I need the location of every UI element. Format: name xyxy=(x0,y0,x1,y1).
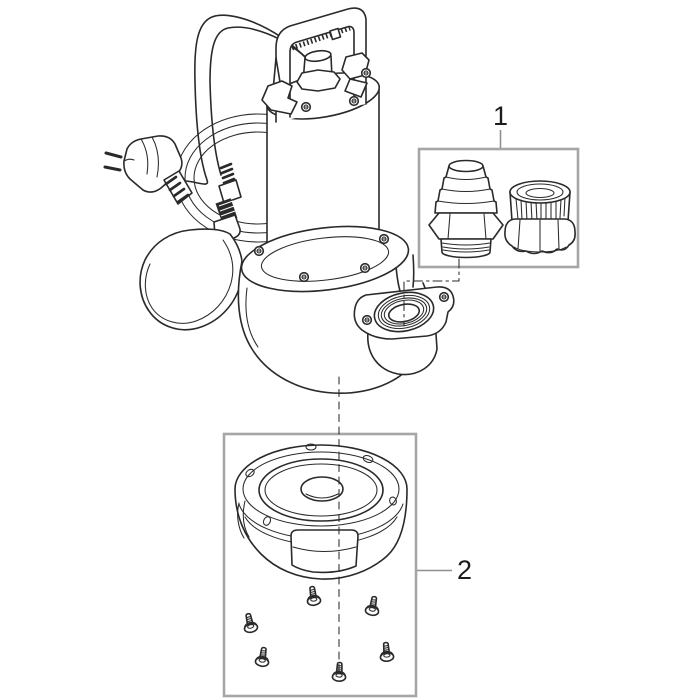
box-1-connector-line xyxy=(403,258,460,327)
union-nut xyxy=(504,180,576,255)
box-1-frame xyxy=(417,147,580,269)
accessory-box-1 xyxy=(403,130,580,327)
accessory-box-2 xyxy=(222,432,452,698)
callout-2-label: 2 xyxy=(457,555,473,585)
carrying-handle xyxy=(275,7,367,123)
strainer-base-plate xyxy=(234,443,408,580)
casing-flange xyxy=(240,225,410,293)
float-switch xyxy=(139,162,244,331)
cable-gland xyxy=(296,49,341,92)
handle-clip xyxy=(329,27,342,41)
mains-plug xyxy=(103,135,193,205)
callout-1-label: 1 xyxy=(493,101,509,131)
cable-clamp-bracket xyxy=(261,52,370,115)
submersible-pump xyxy=(103,7,455,394)
stepped-hose-adapter xyxy=(428,159,504,259)
box-2-frame xyxy=(222,432,418,698)
float-body xyxy=(139,228,244,331)
outlet-port xyxy=(353,286,455,376)
power-cable xyxy=(185,14,314,185)
base-plate-screws xyxy=(240,584,395,683)
